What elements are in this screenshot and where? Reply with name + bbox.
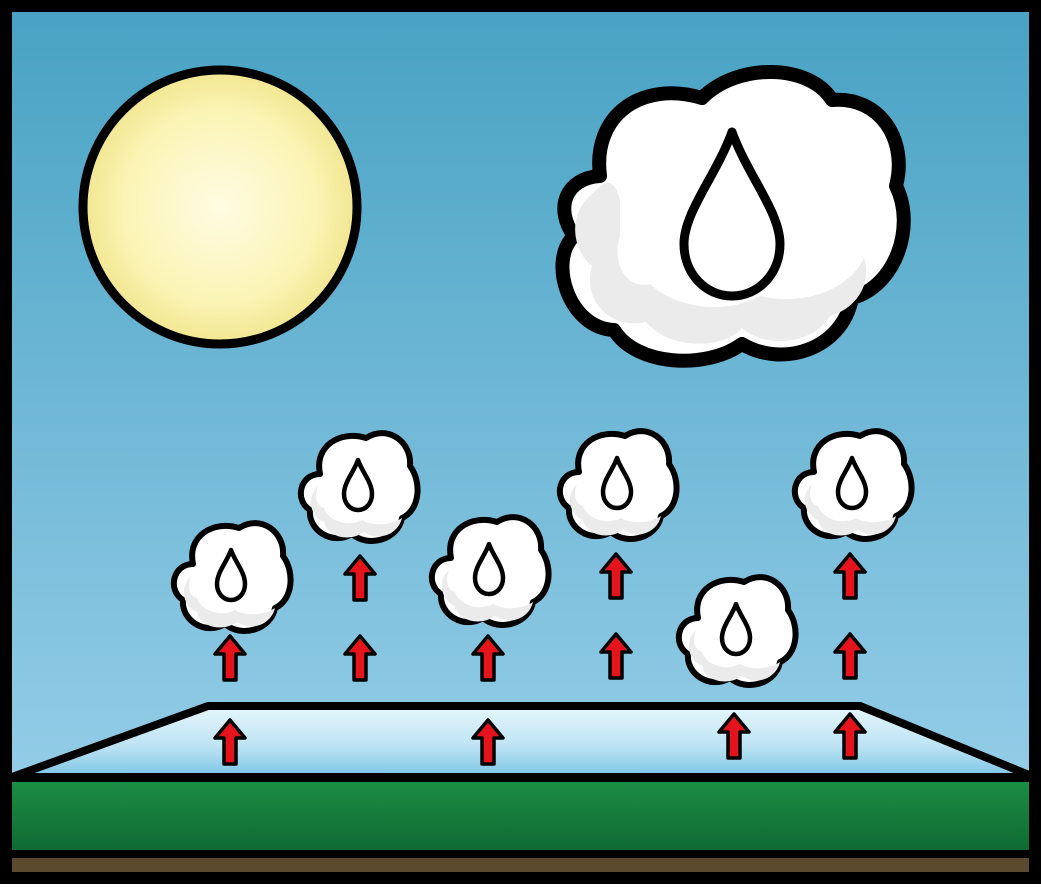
large-cloud [555,65,911,368]
water-drop-icon [214,547,248,603]
water-drop-icon [719,601,753,657]
small-cloud [792,428,915,542]
grass [10,779,1031,851]
up-arrow-icon [343,634,377,682]
small-cloud [557,428,680,542]
soil-separator [10,850,1031,858]
small-cloud [429,514,552,628]
up-arrow-icon [833,552,867,600]
up-arrow-icon [471,718,505,766]
up-arrow-icon [471,634,505,682]
evaporation-arrows [213,552,867,766]
up-arrow-icon [833,712,867,760]
sun [78,65,362,349]
water-drop-icon [472,541,506,597]
small-clouds [171,428,915,688]
up-arrow-icon [599,552,633,600]
up-arrow-icon [717,712,751,760]
up-arrow-icon [343,554,377,602]
up-arrow-icon [213,718,247,766]
small-cloud [171,520,294,634]
up-arrow-icon [213,634,247,682]
up-arrow-icon [833,632,867,680]
up-arrow-icon [599,632,633,680]
grass-line [10,776,1031,782]
water-drop-icon [835,455,869,511]
small-cloud [298,430,421,544]
water-drop-icon [600,455,634,511]
water-drop-icon [341,457,375,513]
small-cloud [676,574,799,688]
